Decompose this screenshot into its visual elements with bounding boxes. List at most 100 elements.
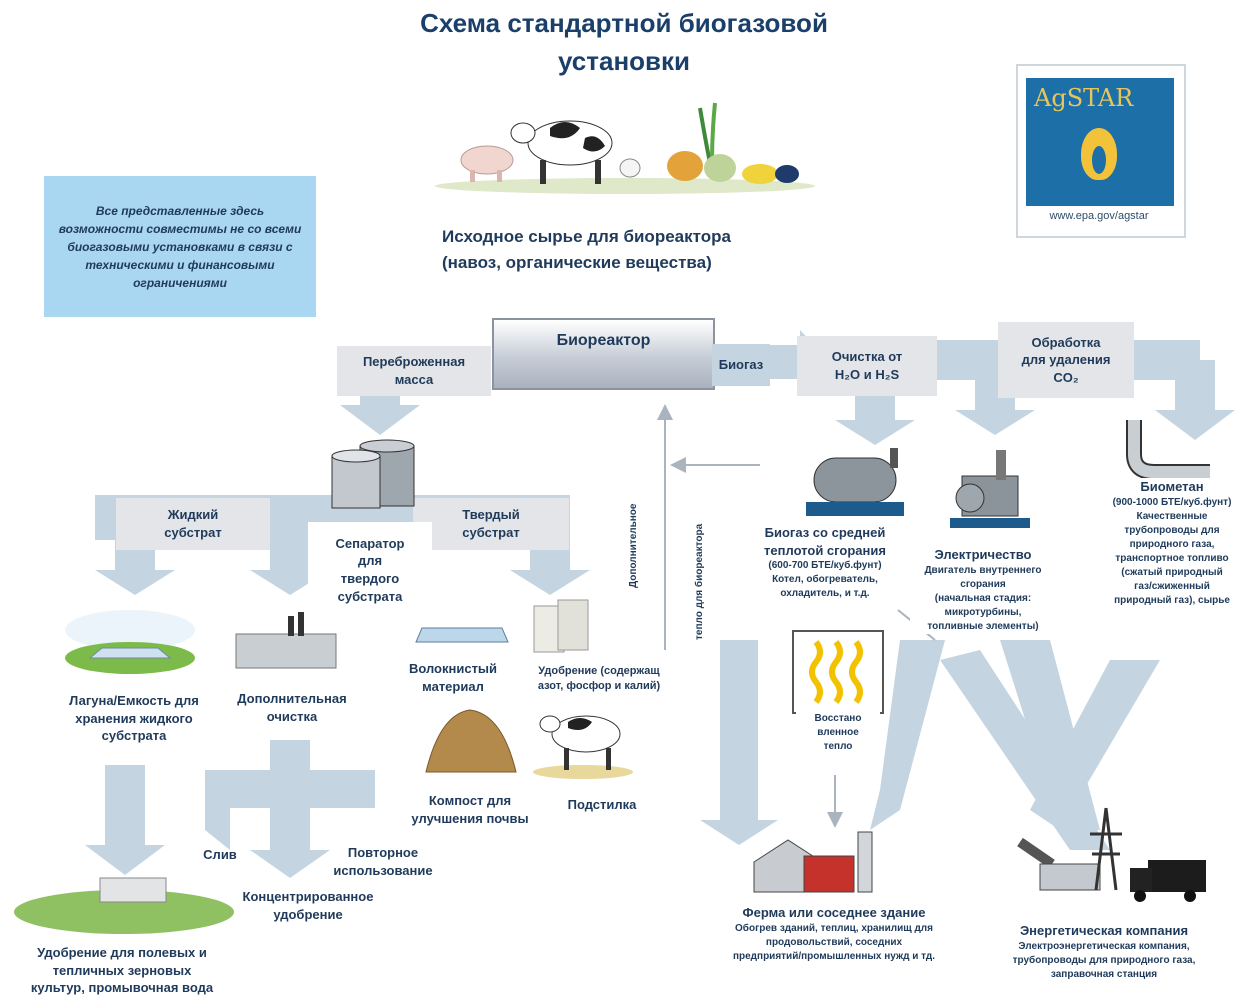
extra-treatment-label-2: очистка [266, 708, 318, 724]
heat-exchanger-icon [792, 630, 884, 714]
cleaning-label-2: H₂O и H₂S [834, 367, 900, 382]
separator-label-3: твердого [340, 571, 400, 586]
feedstock-illustration [435, 102, 815, 194]
farm-title: Ферма или соседнее здание [742, 905, 926, 920]
liquid-label-2: субстрат [164, 525, 222, 540]
biomethane-sub-4: природного газа, [1129, 538, 1215, 550]
concentrated-label-1: Концентрированное [242, 889, 374, 904]
separator-label-2: для [357, 553, 383, 569]
arrow-digestate [360, 395, 400, 405]
concentrated-label-2: удобрение [273, 906, 343, 922]
reuse-label: Повторное использование [318, 844, 448, 879]
biomethane-sub-1: (900-1000 БТЕ/куб.фунт) [1112, 496, 1232, 508]
concentrated-label: Концентрированное удобрение [228, 888, 388, 923]
cow-icon [510, 120, 613, 184]
separator-box: Сепаратор для твердого субстрата [308, 522, 432, 618]
field-label-3: культур, промывочная вода [30, 980, 214, 996]
field-fertilizer-label: Удобрение для полевых и тепличных зерновы… [10, 944, 234, 997]
biomethane-sub-8: природный газ), сырье [1114, 594, 1230, 606]
bedding-label: Подстилка [567, 797, 637, 812]
biomethane-sub-2: Качественные [1136, 510, 1208, 522]
reuse-label-1: Повторное [347, 845, 419, 860]
farm-buildings-icon [753, 831, 873, 893]
recovered-heat-block: Восстано вленное тепло [796, 712, 880, 754]
engine-icon [950, 450, 1030, 528]
reuse-label-2: использование [333, 862, 433, 878]
logo-text: AgSTAR [1034, 84, 1134, 112]
fiber-mat-icon [415, 627, 509, 643]
co2-label-1: Обработка [1031, 334, 1101, 350]
utility-sub-2: трубопроводы для природного газа, [1012, 954, 1196, 966]
feedstock-label-1: Исходное сырье для биореактора [442, 227, 731, 246]
fertilizer-label: Удобрение (содержащ азот, фосфор и калий) [528, 664, 670, 694]
compost-label-2: улучшения почвы [411, 810, 529, 826]
fertilizer-label-1: Удобрение (содержащ [538, 665, 660, 677]
chicken-icon [619, 158, 641, 178]
solid-label-2: субстрат [462, 525, 520, 540]
electricity-block: Электричество Двигатель внутреннего сгор… [910, 546, 1056, 634]
medium-biogas-block: Биогаз со средней теплотой сгорания (600… [740, 524, 910, 602]
utility-block: Энергетическая компания Электроэнергетич… [986, 922, 1222, 982]
electricity-sub-1: Двигатель внутреннего [924, 564, 1042, 576]
electricity-sub-2: сгорания [960, 578, 1006, 590]
farm-sub-2: продовольствий, соседних [765, 936, 903, 948]
utility-sub-3: заправочная станция [1050, 968, 1158, 980]
cleaning-label-1: Очистка от [831, 349, 903, 365]
medium-title-1: Биогаз со средней [764, 525, 886, 540]
lagoon-label-1: Лагуна/Емкость для [69, 693, 199, 708]
separator-label-4: субстрата [337, 588, 403, 604]
biomethane-sub-3: трубопроводы для [1124, 524, 1220, 536]
agstar-logo: AgSTAR www.epa.gov/agstar [1016, 64, 1186, 238]
heat-for-reactor-label: тепло для биореактора [694, 523, 705, 640]
page-title-line2: установки [557, 46, 691, 76]
treatment-plant-icon [235, 612, 337, 669]
medium-sub-2: Котел, обогреватель, [772, 574, 878, 586]
digestate-label-2: масса [394, 372, 434, 387]
farm-sub-3: предприятий/промышленных нужд и тд. [732, 950, 936, 962]
bioreactor-label: Биореактор [556, 332, 651, 349]
compost-label: Компост для улучшения почвы [400, 792, 540, 827]
lagoon-icon [65, 610, 195, 674]
farm-sub-1: Обогрев зданий, теплиц, хранилищ для [735, 922, 933, 934]
compost-pile-icon [425, 709, 517, 773]
electricity-sub-4: микротурбины, [944, 606, 1022, 618]
fertilizer-label-2: азот, фосфор и калий) [537, 679, 661, 692]
utility-title: Энергетическая компания [1019, 923, 1189, 938]
farm-block: Ферма или соседнее здание Обогрев зданий… [700, 904, 968, 964]
pipeline-icon [1126, 420, 1210, 480]
field-label-1: Удобрение для полевых и [37, 945, 207, 960]
fiber-label-1: Волокнистый [408, 661, 498, 676]
fiber-label-2: материал [422, 678, 484, 694]
lagoon-label-3: субстрата [101, 728, 167, 744]
utility-sub-1: Электроэнергетическая компания, [1018, 940, 1190, 952]
electricity-sub-3: (начальная стадия: [934, 592, 1032, 604]
extra-treatment-label-1: Дополнительная [237, 691, 347, 706]
electricity-sub-5: топливные элементы) [927, 620, 1039, 632]
fertilizer-bags-icon [533, 599, 589, 653]
additional-heat-label: Дополнительное [628, 503, 639, 588]
electricity-title: Электричество [934, 547, 1032, 562]
recovered-label-3: тепло [823, 741, 853, 752]
compost-label-1: Компост для [428, 793, 512, 808]
boiler-icon [806, 448, 904, 516]
separator-label-1: Сепаратор [335, 535, 405, 551]
drain-label: Слив [203, 847, 237, 862]
medium-title-2: теплотой сгорания [764, 542, 886, 558]
arrow-digestate-head [340, 405, 420, 435]
recovered-label-1: Восстано [814, 713, 862, 724]
biomethane-sub-7: газ/сжиженный [1134, 580, 1210, 592]
field-label-2: тепличных зерновых [52, 962, 192, 978]
logo-emblem: AgSTAR [1026, 78, 1174, 206]
biomethane-sub-5: транспортное топливо [1115, 552, 1229, 564]
biogas-label: Биогаз [718, 357, 764, 373]
recovered-label-2: вленное [817, 727, 859, 738]
medium-sub-1: (600-700 БТЕ/куб.фунт) [768, 560, 882, 572]
compatibility-note: Все представленные здесь возможности сов… [44, 176, 316, 317]
cleaning-box: Очистка от H₂O и H₂S [797, 336, 937, 396]
pig-icon [460, 145, 514, 175]
co2-label-3: CO₂ [1053, 369, 1079, 385]
